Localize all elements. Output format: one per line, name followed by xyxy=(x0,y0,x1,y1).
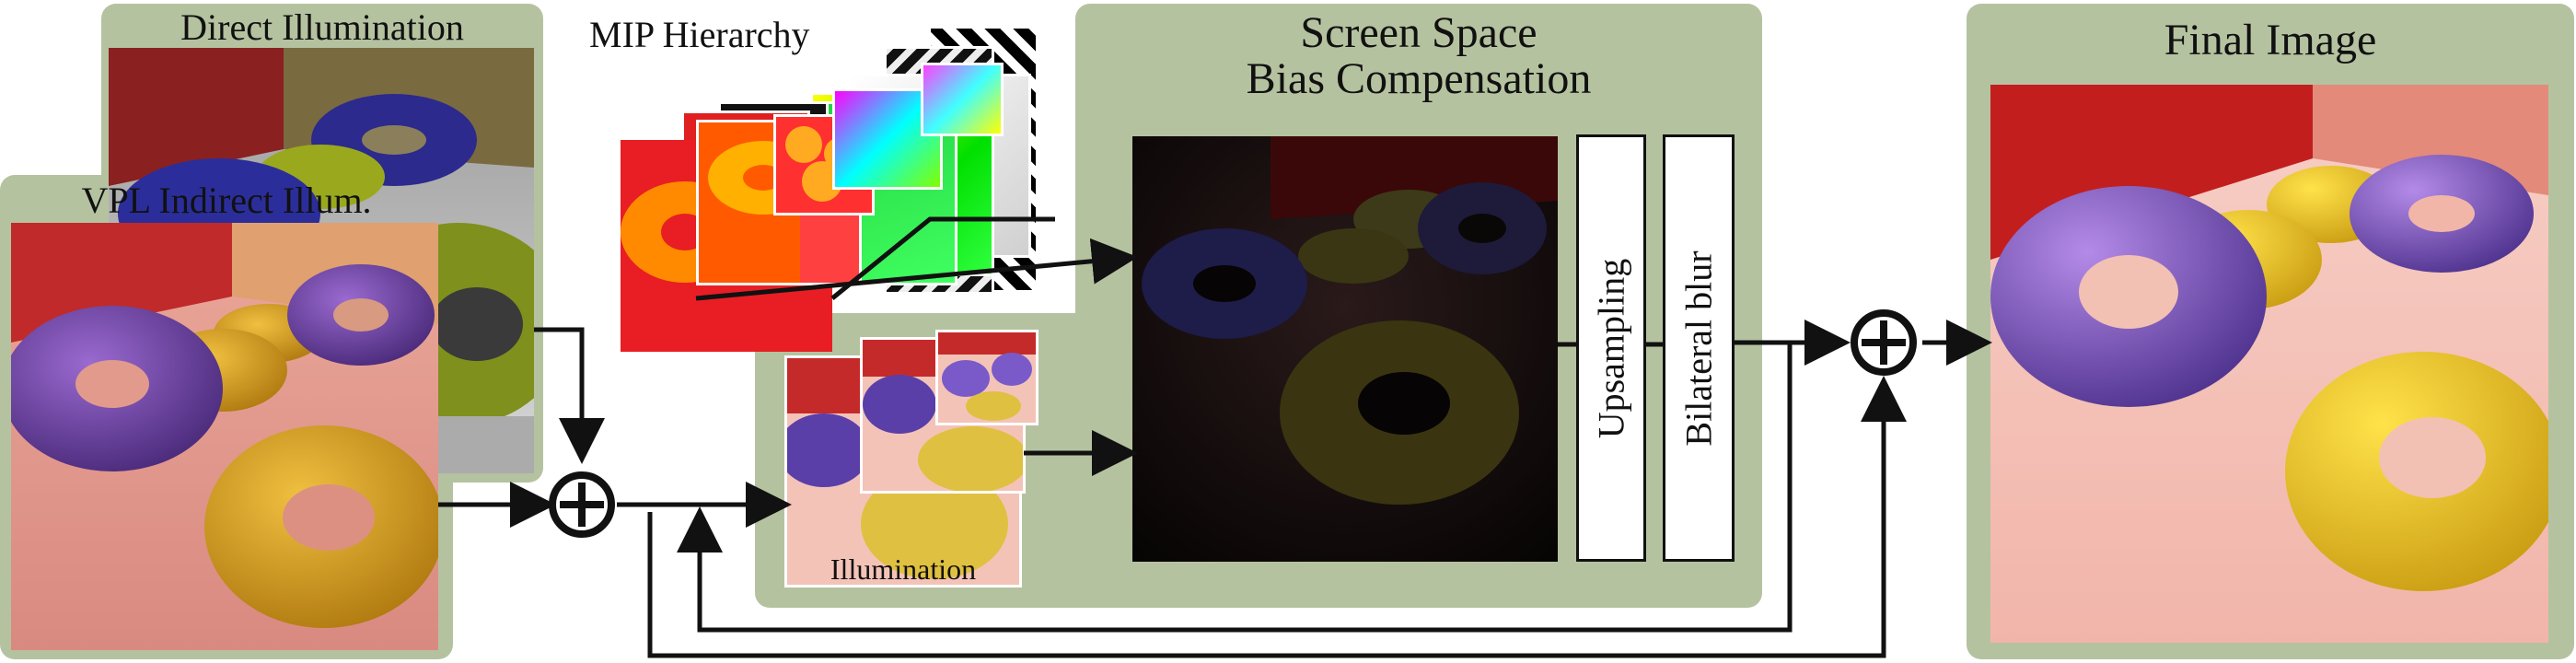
sscb-output-image xyxy=(1132,136,1558,562)
mip-hierarchy-title: MIP Hierarchy xyxy=(589,14,810,55)
illumination-level-2 xyxy=(935,330,1039,425)
upsampling-box: Upsampling xyxy=(1576,134,1646,562)
illumination-label: Illumination xyxy=(830,552,977,586)
direct-illumination-title: Direct Illumination xyxy=(180,6,464,48)
circled-plus-icon xyxy=(549,471,615,538)
sscb-title-line1: Screen Space xyxy=(1300,8,1537,57)
bilateral-blur-box: Bilateral blur xyxy=(1663,134,1735,562)
vpl-indirect-title: VPL Indirect Illum. xyxy=(81,180,372,221)
final-image xyxy=(1990,85,2548,643)
sscb-title-line2: Bias Compensation xyxy=(1246,54,1592,103)
final-image-title: Final Image xyxy=(2164,16,2377,64)
vpl-indirect-image xyxy=(11,223,438,650)
circled-plus-icon xyxy=(1851,309,1917,376)
